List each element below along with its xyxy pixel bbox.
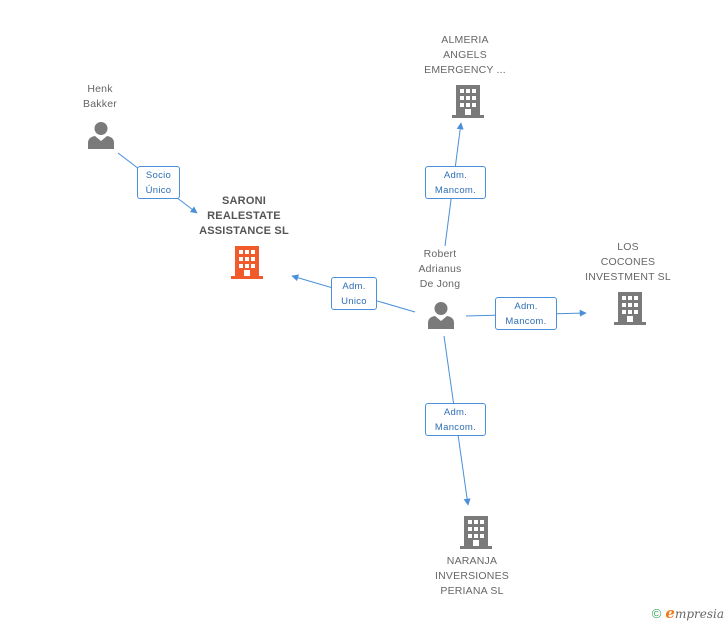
edge-label-robert-loscocones[interactable]: Adm. Mancom. [495,297,557,330]
footer-brand: © empresia [652,604,724,622]
brand-initial: e [665,604,675,622]
copyright-symbol: © [651,605,662,621]
node-label-henk: Henk Bakker [83,83,117,110]
edge-label-robert-saroni[interactable]: Adm. Unico [331,277,377,310]
node-label-saroni: SARONI REALESTATE ASSISTANCE SL [199,195,289,237]
brand-logo[interactable]: empresia [665,604,724,622]
node-label-robert: Robert Adrianus De Jong [418,248,462,290]
edge-label-henk-saroni[interactable]: Socio Único [137,166,180,199]
building-icon[interactable] [460,515,492,549]
building-icon[interactable] [614,291,646,325]
node-label-naranja: NARANJA INVERSIONES PERIANA SL [435,555,509,597]
brand-name: mpresia [674,607,724,621]
edge-label-robert-naranja[interactable]: Adm. Mancom. [425,403,486,436]
node-label-almeria: ALMERIA ANGELS EMERGENCY ... [424,34,506,76]
building-icon[interactable] [452,84,484,118]
building-icon[interactable] [231,245,263,279]
person-icon[interactable] [86,120,116,150]
node-label-loscocones: LOS COCONES INVESTMENT SL [585,241,671,283]
edge-label-robert-almeria[interactable]: Adm. Mancom. [425,166,486,199]
person-icon[interactable] [426,300,456,330]
